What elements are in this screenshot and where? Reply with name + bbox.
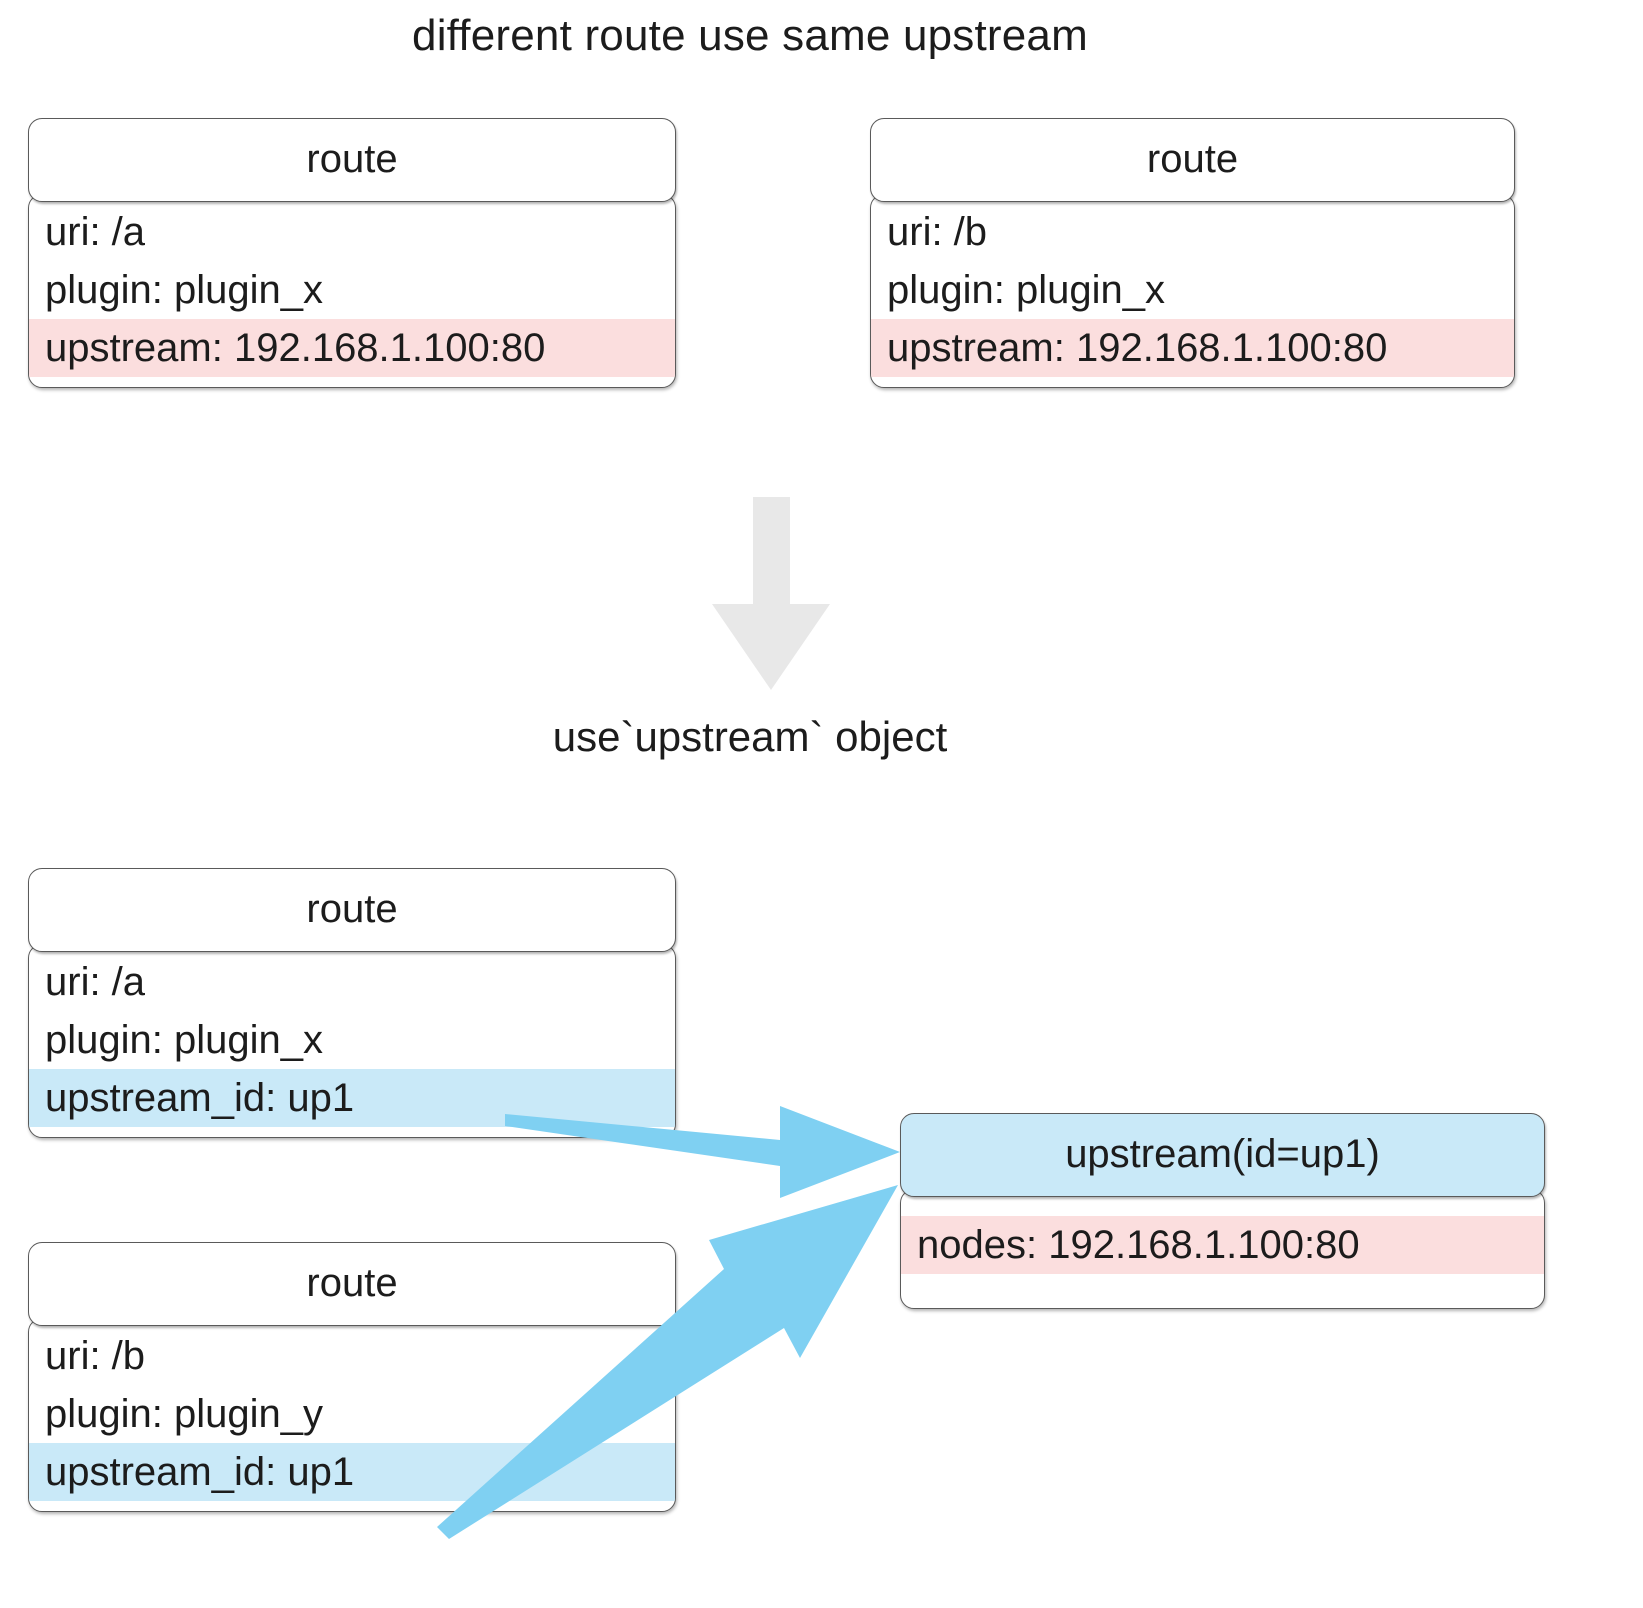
route-upstream-id-row: upstream_id: up1 — [29, 1443, 675, 1501]
route-box-header: route — [870, 118, 1515, 202]
diagram-title: different route use same upstream — [412, 11, 1088, 60]
route-box-bottom-a: route uri: /a plugin: plugin_x upstream_… — [28, 868, 676, 1138]
route-box-header: route — [28, 868, 676, 952]
route-plugin-row: plugin: plugin_x — [887, 268, 1165, 312]
route-box-body: uri: /a plugin: plugin_x upstream_id: up… — [28, 944, 676, 1138]
route-plugin-row: plugin: plugin_x — [45, 1018, 323, 1062]
route-box-body: uri: /b plugin: plugin_y upstream_id: up… — [28, 1318, 676, 1512]
route-box-top-b: route uri: /b plugin: plugin_x upstream:… — [870, 118, 1515, 388]
route-box-header: route — [28, 118, 676, 202]
route-upstream-row: upstream: 192.168.1.100:80 — [871, 319, 1514, 377]
route-box-top-a: route uri: /a plugin: plugin_x upstream:… — [28, 118, 676, 388]
route-uri-row: uri: /a — [45, 960, 146, 1004]
route-upstream-row: upstream: 192.168.1.100:80 — [29, 319, 675, 377]
upstream-box-body: nodes: 192.168.1.100:80 — [900, 1189, 1545, 1309]
upstream-nodes-row: nodes: 192.168.1.100:80 — [901, 1216, 1544, 1274]
route-plugin-row: plugin: plugin_x — [45, 268, 323, 312]
upstream-box-header: upstream(id=up1) — [900, 1113, 1545, 1197]
stage-label: use`upstream` object — [552, 713, 948, 760]
route-uri-row: uri: /b — [887, 210, 988, 254]
route-box-body: uri: /a plugin: plugin_x upstream: 192.1… — [28, 194, 676, 388]
upstream-box: upstream(id=up1) nodes: 192.168.1.100:80 — [900, 1113, 1545, 1309]
route-box-header: route — [28, 1242, 676, 1326]
route-box-bottom-b: route uri: /b plugin: plugin_y upstream_… — [28, 1242, 676, 1512]
route-upstream-id-row: upstream_id: up1 — [29, 1069, 675, 1127]
route-plugin-row: plugin: plugin_y — [45, 1392, 323, 1436]
down-arrow-icon — [712, 497, 830, 690]
route-uri-row: uri: /b — [45, 1334, 146, 1378]
route-uri-row: uri: /a — [45, 210, 146, 254]
route-box-body: uri: /b plugin: plugin_x upstream: 192.1… — [870, 194, 1515, 388]
